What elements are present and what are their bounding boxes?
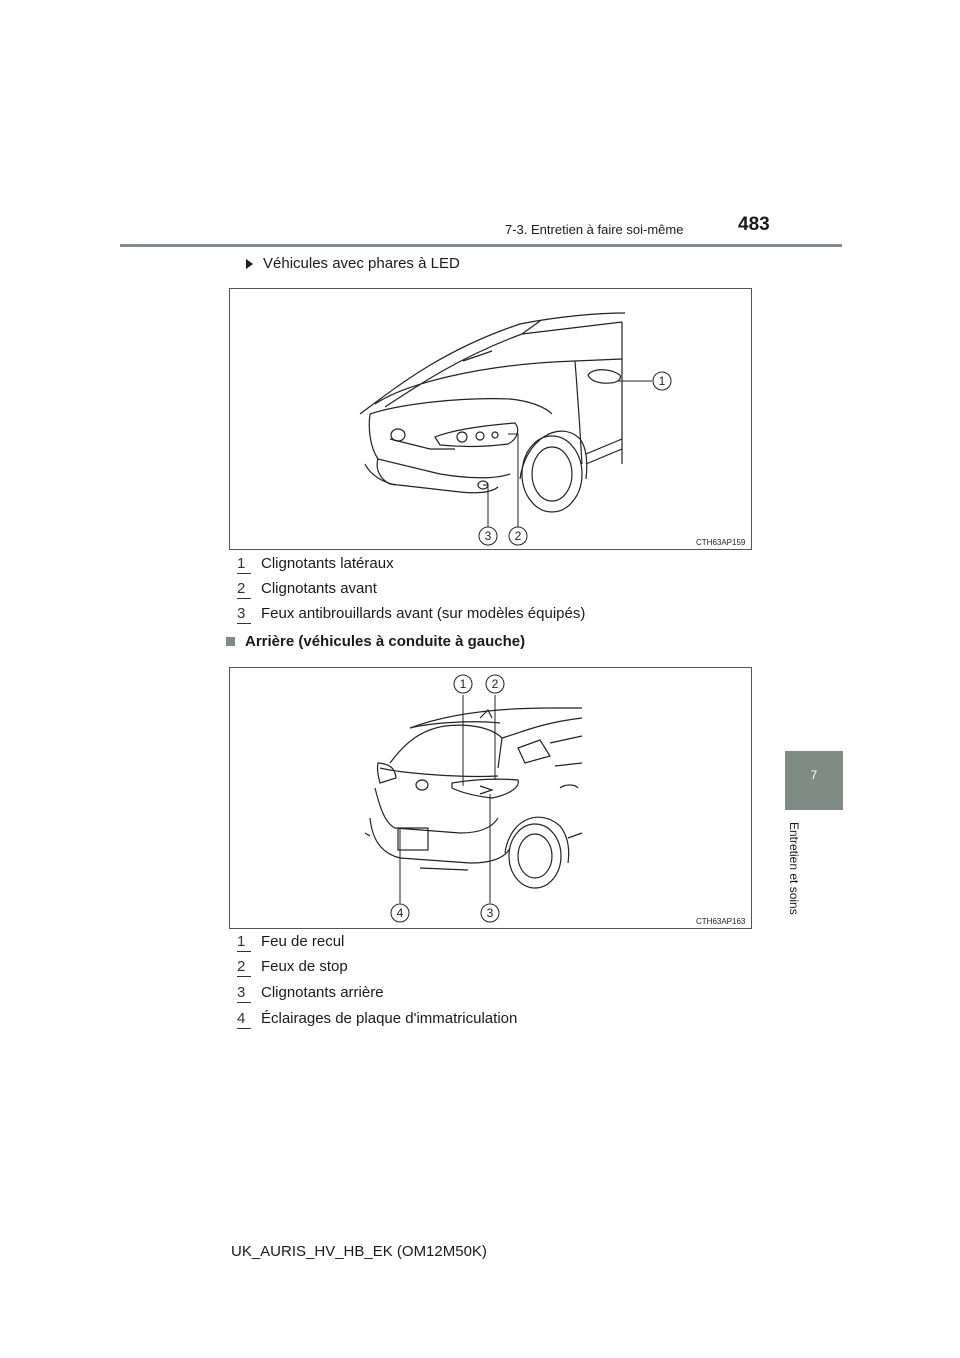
legend-number: 4 bbox=[237, 1010, 251, 1029]
legend-text: Feux antibrouillards avant (sur modèles … bbox=[261, 605, 586, 622]
legend-item: 4 Éclairages de plaque d'immatriculation bbox=[237, 1010, 517, 1032]
callout-1: 1 bbox=[460, 677, 467, 691]
legend-number: 2 bbox=[237, 958, 251, 977]
legend-number: 1 bbox=[237, 933, 251, 952]
legend-number: 2 bbox=[237, 580, 251, 599]
chapter-label: Entretien et soins bbox=[787, 822, 807, 932]
legend-text: Clignotants avant bbox=[261, 580, 377, 597]
chapter-label-text: Entretien et soins bbox=[787, 822, 801, 915]
callout-2: 2 bbox=[515, 529, 522, 543]
figure-code: CTH63AP159 bbox=[696, 538, 746, 547]
chapter-number: 7 bbox=[810, 768, 818, 782]
rear-lights-figure: 1 2 3 4 CTH63AP163 bbox=[229, 667, 752, 929]
callout-circle bbox=[508, 526, 528, 546]
legend-number: 1 bbox=[237, 555, 251, 574]
intro-bullet-text: Véhicules avec phares à LED bbox=[263, 255, 460, 272]
callout-3: 3 bbox=[485, 529, 492, 543]
legend-item: 2 Feux de stop bbox=[237, 958, 348, 980]
intro-bullet: Véhicules avec phares à LED bbox=[246, 255, 460, 272]
header-divider bbox=[120, 244, 842, 247]
callout-circle bbox=[652, 371, 672, 391]
legend-text: Feux de stop bbox=[261, 958, 348, 975]
footer-model-code: UK_AURIS_HV_HB_EK (OM12M50K) bbox=[231, 1243, 487, 1260]
legend-item: 2 Clignotants avant bbox=[237, 580, 377, 602]
legend-item: 3 Feux antibrouillards avant (sur modèles… bbox=[237, 605, 585, 627]
section-heading: Arrière (véhicules à conduite à gauche) bbox=[226, 633, 525, 650]
square-bullet-icon bbox=[226, 636, 235, 646]
callout-3: 3 bbox=[487, 906, 494, 920]
front-lights-figure: 1 2 3 CTH63AP159 bbox=[229, 288, 752, 550]
legend-text: Clignotants arrière bbox=[261, 984, 384, 1001]
legend-text: Éclairages de plaque d'immatriculation bbox=[261, 1010, 518, 1027]
figure-code: CTH63AP163 bbox=[696, 917, 746, 926]
callout-1: 1 bbox=[659, 374, 666, 388]
legend-number: 3 bbox=[237, 605, 251, 624]
legend-number: 3 bbox=[237, 984, 251, 1003]
chapter-tab[interactable]: 7 bbox=[785, 751, 843, 810]
rear-car-illustration: 1 2 3 4 bbox=[364, 674, 583, 923]
triangle-bullet-icon bbox=[246, 259, 253, 270]
legend-item: 3 Clignotants arrière bbox=[237, 984, 384, 1006]
callout-2: 2 bbox=[492, 677, 499, 691]
section-heading-text: Arrière (véhicules à conduite à gauche) bbox=[245, 633, 526, 650]
legend-item: 1 Clignotants latéraux bbox=[237, 555, 394, 577]
callout-circle bbox=[478, 526, 498, 546]
front-car-illustration: 1 2 3 bbox=[359, 312, 672, 546]
callout-4: 4 bbox=[397, 906, 404, 920]
legend-text: Clignotants latéraux bbox=[261, 555, 394, 572]
legend-text: Feu de recul bbox=[261, 933, 345, 950]
legend-item: 1 Feu de recul bbox=[237, 933, 344, 955]
header-section-title: 7-3. Entretien à faire soi-même bbox=[505, 222, 684, 237]
page-number: 483 bbox=[738, 214, 770, 235]
